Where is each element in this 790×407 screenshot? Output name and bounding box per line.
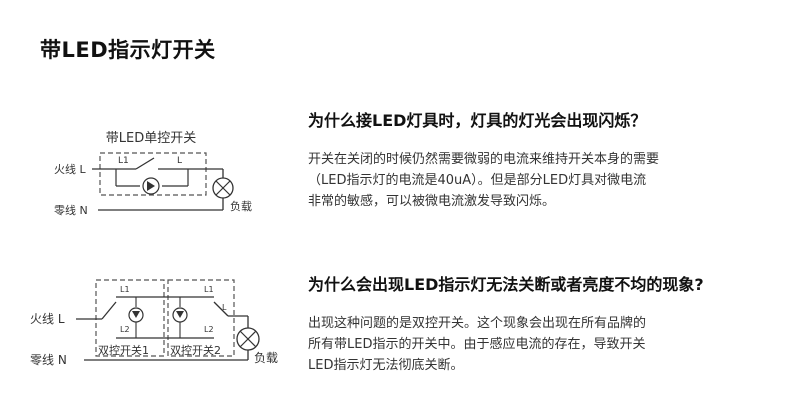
faq-section-flicker: 为什么接LED灯具时，灯具的灯光会出现闪烁？ 开关在关闭的时候仍然需要微弱的电流… [308, 107, 778, 212]
switch2-contact [213, 301, 229, 317]
answer-line: 开关在关闭的时候仍然需要微弱的电流来维持开关本身的需要 [308, 152, 660, 167]
load-label-2: 负载 [254, 351, 278, 365]
answer-line: 非常的敏感，可以被微电流激发导致闪烁。 [308, 194, 556, 209]
answer-line: LED指示灯无法彻底关断。 [308, 358, 464, 373]
faq-section-indicator: 为什么会出现LED指示灯无法关断或者亮度不均的现象? 出现这种问题的是双控开关。… [308, 271, 778, 376]
live-line-label: 火线 L [54, 162, 86, 176]
switch1-contact [101, 301, 117, 320]
neutral-line-label: 零线 N [54, 203, 88, 217]
switch2-l1-label: L1 [204, 285, 214, 294]
single-switch-wiring-svg: 带LED单控开关 L1 L 火线 L 负载 零线 N [54, 131, 252, 217]
switch2-label: 双控开关2 [170, 343, 221, 357]
switch-box [99, 152, 207, 196]
terminal-l1-label: L1 [118, 156, 129, 166]
neutral-line-label-2: 零线 N [30, 353, 67, 367]
switch1-l1-label: L1 [120, 285, 130, 294]
two-way-switch-wiring-svg: L1 L2 L1 L2 L 火线 L 负载 零线 N 双控开关1 双控开关2 [30, 279, 278, 367]
load-label: 负载 [230, 199, 252, 213]
led-diode-icon [147, 181, 155, 191]
answer-line: （LED指示灯的电流是40uA）。但是部分LED灯具对微电流 [308, 173, 647, 188]
answer-line: 所有带LED指示的开关中。由于感应电流的存在，导致开关 [308, 337, 646, 352]
lamp2-cross-b [239, 330, 257, 348]
single-switch-diagram: 带LED单控开关 L1 L 火线 L 负载 零线 N [48, 120, 278, 230]
page-title: 带LED指示灯开关 [40, 38, 216, 62]
switch2-l-label: L [222, 303, 227, 312]
two-way-switch-diagram: L1 L2 L1 L2 L 火线 L 负载 零线 N 双控开关1 双控开关2 [26, 272, 286, 372]
terminal-l-label: L [177, 156, 182, 166]
faq-question-flicker: 为什么接LED灯具时，灯具的灯光会出现闪烁？ [308, 111, 647, 130]
diagram-title: 带LED单控开关 [106, 131, 196, 146]
faq-question-indicator: 为什么会出现LED指示灯无法关断或者亮度不均的现象? [308, 275, 704, 294]
answer-line: 出现这种问题的是双控开关。这个现象会出现在所有品牌的 [308, 316, 647, 331]
led1-diode-icon [132, 311, 140, 318]
led2-diode-icon [176, 311, 184, 318]
lamp-cross-b [215, 180, 231, 196]
switch2-box [167, 279, 235, 357]
switch2-l2-label: L2 [204, 325, 214, 334]
switch1-label: 双控开关1 [98, 343, 149, 357]
switch-contact [135, 157, 155, 170]
switch1-box [95, 279, 165, 357]
switch1-l2-label: L2 [120, 325, 130, 334]
faq-answer-indicator: 出现这种问题的是双控开关。这个现象会出现在所有品牌的 所有带LED指示的开关中。… [308, 313, 778, 376]
faq-answer-flicker: 开关在关闭的时候仍然需要微弱的电流来维持开关本身的需要 （LED指示灯的电流是4… [308, 149, 778, 212]
live-line-label-2: 火线 L [30, 312, 65, 326]
